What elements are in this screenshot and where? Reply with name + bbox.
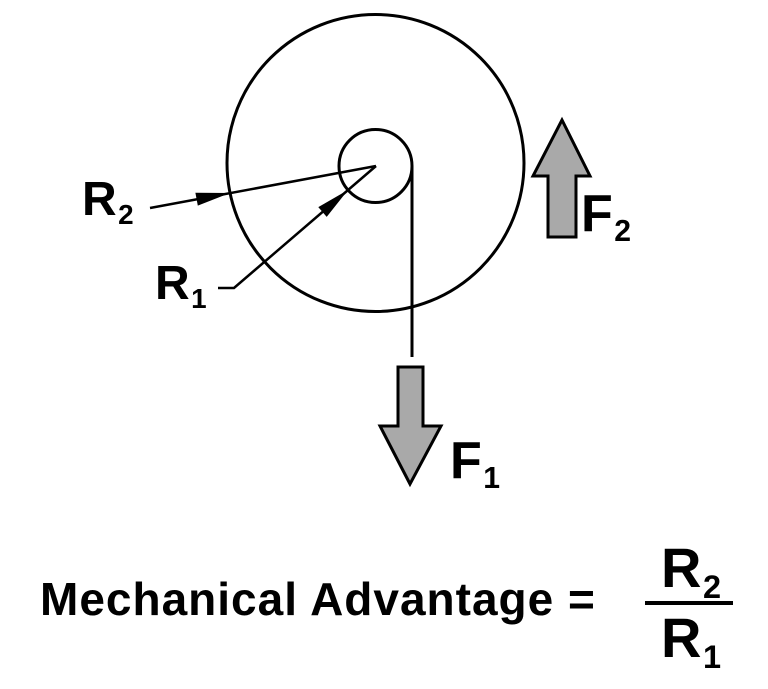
numerator-subscript: 2 bbox=[703, 569, 722, 606]
r1-label: R1 bbox=[155, 257, 207, 313]
r1-label-base: R bbox=[155, 257, 190, 310]
fraction-bar bbox=[645, 601, 733, 605]
r2-arrowhead-icon bbox=[195, 192, 230, 206]
wheel-outer-circle bbox=[225, 13, 526, 313]
r2-label: R2 bbox=[82, 173, 134, 229]
r2-label-subscript: 2 bbox=[118, 199, 134, 231]
formula-text: Mechanical Advantage = bbox=[40, 573, 596, 625]
numerator-base: R bbox=[660, 536, 702, 599]
f1-label-subscript: 1 bbox=[483, 462, 501, 496]
denominator-base: R bbox=[660, 606, 702, 669]
f1-down-arrow-icon bbox=[377, 365, 444, 488]
formula-fraction-denominator: R1 bbox=[643, 610, 739, 674]
r2-leader-line bbox=[149, 164, 377, 210]
f2-up-arrow-icon bbox=[530, 116, 593, 239]
formula-fraction-numerator: R2 bbox=[643, 540, 739, 604]
f2-label-subscript: 2 bbox=[614, 215, 632, 249]
f1-label: F1 bbox=[450, 432, 500, 494]
r1-label-subscript: 1 bbox=[191, 283, 207, 315]
denominator-subscript: 1 bbox=[703, 639, 722, 676]
r2-label-base: R bbox=[82, 173, 117, 226]
f2-label: F2 bbox=[581, 185, 631, 247]
r1-arrowhead-icon bbox=[318, 190, 348, 217]
f2-label-base: F bbox=[581, 185, 613, 243]
f1-label-base: F bbox=[450, 432, 482, 490]
